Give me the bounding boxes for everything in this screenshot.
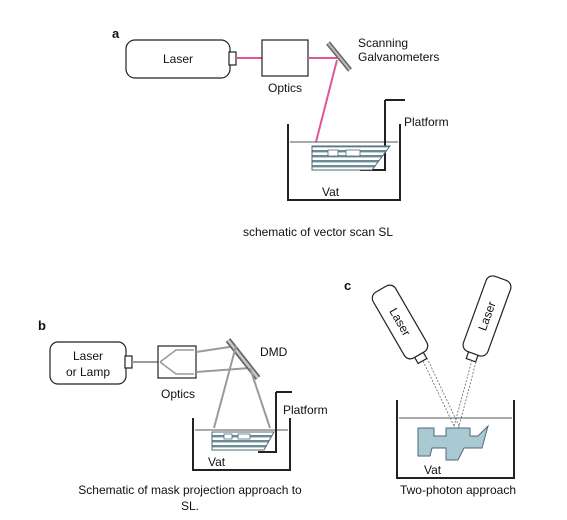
- vat-a: [287, 124, 401, 201]
- beam-a-3: [315, 59, 338, 143]
- scanning-label-1: Scanning: [358, 36, 408, 50]
- caption-b-2: SL.: [181, 499, 199, 513]
- beam-c-left-1: [422, 360, 456, 429]
- vat-c-label: Vat: [424, 463, 442, 477]
- laser-b-aperture: [124, 355, 133, 369]
- caption-b-1: Schematic of mask projection approach to: [78, 483, 302, 497]
- platform-b: [258, 392, 277, 453]
- panel-b: b Laser or Lamp Optics DMD Platform: [38, 318, 328, 513]
- panel-a: a Laser Optics Scanning Galvanometers Pl…: [112, 26, 449, 239]
- part-c: [417, 424, 489, 461]
- laser-c-right-aperture: [465, 351, 479, 363]
- scanning-label-2: Galvanometers: [358, 50, 439, 64]
- platform-a-label: Platform: [404, 115, 449, 129]
- laser-a-aperture: [228, 51, 237, 66]
- optics-a-label: Optics: [268, 81, 302, 95]
- optics-b-label: Optics: [161, 387, 195, 401]
- panel-c: c Laser Laser Vat Two-photon approach: [344, 275, 516, 497]
- beam-b-4: [213, 345, 237, 429]
- platform-b-label: Platform: [283, 403, 328, 417]
- beam-c-left-2: [426, 357, 461, 429]
- optics-b: [157, 345, 197, 379]
- vat-c: [396, 400, 515, 479]
- optics-b-lens-bottom: [159, 361, 194, 375]
- galvo-mirror-face: [327, 42, 351, 71]
- beam-b-3: [195, 367, 251, 373]
- beam-c-right-2: [457, 361, 477, 431]
- optics-a: [261, 39, 309, 77]
- panel-c-letter: c: [344, 278, 351, 293]
- dmd-face: [227, 339, 259, 379]
- beam-b-5: [249, 367, 271, 429]
- caption-a: schematic of vector scan SL: [243, 225, 393, 239]
- part-a-hole-2: [345, 149, 361, 157]
- vat-b-label: Vat: [208, 455, 226, 469]
- laser-c-right: Laser: [462, 275, 512, 363]
- panel-a-letter: a: [112, 26, 120, 41]
- part-b-hole-1: [223, 433, 233, 440]
- vat-a-label: Vat: [322, 185, 340, 199]
- caption-c: Two-photon approach: [400, 483, 516, 497]
- beam-b-2: [195, 345, 237, 353]
- laser-c-left: Laser: [371, 284, 429, 365]
- dmd-label: DMD: [260, 345, 288, 359]
- laser-b-label-2: or Lamp: [66, 365, 110, 379]
- laser-c-left-aperture: [413, 351, 428, 365]
- part-b-hole-2: [237, 433, 251, 440]
- laser-a-label: Laser: [163, 52, 193, 66]
- part-a-hole-1: [327, 149, 339, 157]
- laser-b-label-1: Laser: [73, 349, 103, 363]
- panel-b-letter: b: [38, 318, 46, 333]
- optics-b-lens-top: [159, 349, 194, 363]
- vat-b: [192, 418, 291, 471]
